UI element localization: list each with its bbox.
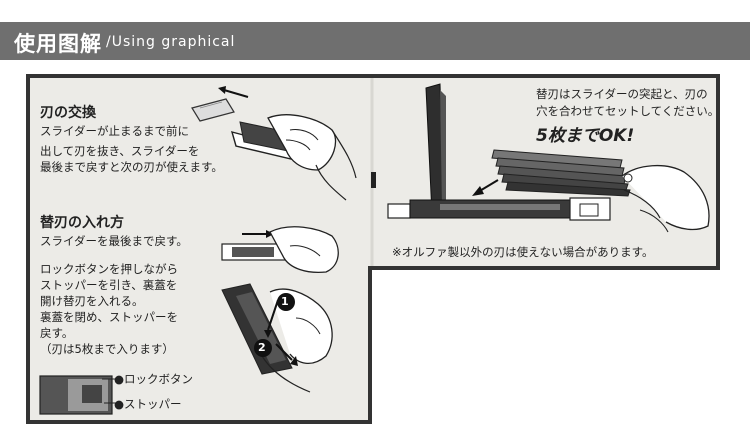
cutter-blade-removal-illustration <box>191 86 357 201</box>
header-bar: 使用图解 /Using graphical <box>0 22 750 60</box>
blade-change-line-2: 出して刃を抜き、スライダーを <box>40 144 200 158</box>
blade-insert-line-4: 裏蓋を閉め、ストッパーを <box>40 310 178 324</box>
cutter-open-blades-illustration <box>387 83 710 233</box>
blade-insert-line-1: ロックボタンを押しながら <box>40 262 178 276</box>
blade-change-line-1: スライダーが止まるまで前に <box>40 124 190 138</box>
blade-insert-line-3: 開け替刃を入れる。 <box>40 294 144 308</box>
step-marker-two <box>254 339 272 357</box>
cutter-slider-back-illustration <box>221 226 339 274</box>
blade-insert-line-0: スライダーを最後まで戻す。 <box>40 234 188 248</box>
blade-change-heading: 刃の交換 <box>40 105 96 121</box>
lock-stopper-diagram <box>39 375 120 415</box>
fold-notch <box>371 172 376 188</box>
stopper-label: ●ストッパー <box>114 397 182 411</box>
five-blades-ok: 5枚までOK! <box>536 126 635 146</box>
step-marker-one-label: 1 <box>281 295 289 308</box>
lock-button-label: ●ロックボタン <box>114 372 194 386</box>
blade-set-instruction-line-2: 穴を合わせてセットしてください。 <box>536 104 720 118</box>
blade-change-line-3: 最後まで戻すと次の刃が使えます。 <box>40 160 223 174</box>
step-marker-two-label: 2 <box>258 341 266 354</box>
step-marker-one <box>277 293 295 311</box>
non-olfa-note: ※オルファ製以外の刃は使えない場合があります。 <box>392 245 654 259</box>
blade-insert-heading: 替刃の入れ方 <box>40 215 124 231</box>
header-title-en: /Using graphical <box>106 34 236 50</box>
blade-insert-line-5: 戻す。 <box>40 326 74 340</box>
blade-insert-line-6: （刃は5枚まで入ります） <box>40 342 174 356</box>
blade-set-instruction-line-1: 替刃はスライダーの突起と、刃の <box>536 87 708 101</box>
header-title-jp: 使用图解 <box>14 32 102 56</box>
blade-insert-line-2: ストッパーを引き、裏蓋を <box>40 278 178 292</box>
